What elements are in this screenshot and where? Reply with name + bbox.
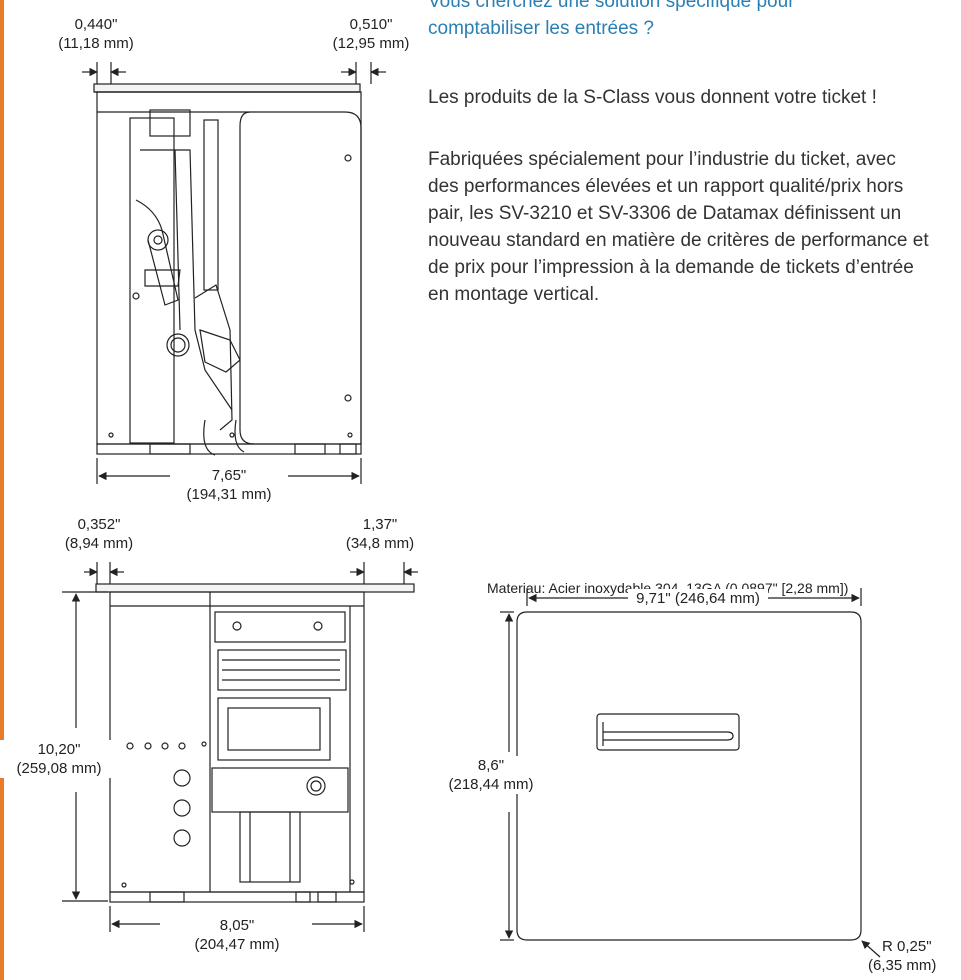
section-heading: Vous cherchez une solution spécifique po… (428, 0, 948, 42)
mounting-plate-drawing (500, 588, 881, 958)
description-line: pair, les SV-3210 et SV-3306 de Datamax … (428, 203, 902, 224)
bottom-left-offset-label: 0,352" (8,94 mm) (64, 516, 134, 552)
bottom-width-label: 8,05" (204,47 mm) (162, 916, 312, 954)
heading-line-1: Vous cherchez une solution spécifique po… (428, 0, 795, 12)
plate-height-label: 8,6" (218,44 mm) (436, 756, 546, 794)
top-printer-drawing (82, 62, 386, 484)
heading-line-2: comptabiliser les entrées ? (428, 18, 654, 39)
description-paragraph: Fabriquées spécialement pour l’industrie… (428, 146, 958, 308)
left-accent-bar (0, 0, 4, 980)
plate-width-label: 9,71" (246,64 mm) (628, 589, 768, 608)
description-line: Fabriquées spécialement pour l’industrie… (428, 149, 896, 170)
intro-paragraph: Les produits de la S-Class vous donnent … (428, 87, 877, 108)
bottom-right-offset-label: 1,37" (34,8 mm) (345, 516, 415, 552)
description-line: des performances élevées et un rapport q… (428, 176, 904, 197)
description-line: de prix pour l’impression à la demande d… (428, 257, 914, 278)
top-right-offset-label: 0,510" (12,95 mm) (332, 16, 410, 52)
description-line: en montage vertical. (428, 284, 600, 305)
description-line: nouveau standard en matière de critères … (428, 230, 929, 251)
top-left-offset-label: 0,440" (11,18 mm) (58, 16, 134, 52)
height-label: 10,20" (259,08 mm) (0, 740, 118, 778)
bottom-printer-drawing (62, 562, 418, 932)
top-width-label: 7,65" (194,31 mm) (170, 466, 288, 504)
corner-radius-label: R 0,25" (6,35 mm) (868, 938, 937, 974)
